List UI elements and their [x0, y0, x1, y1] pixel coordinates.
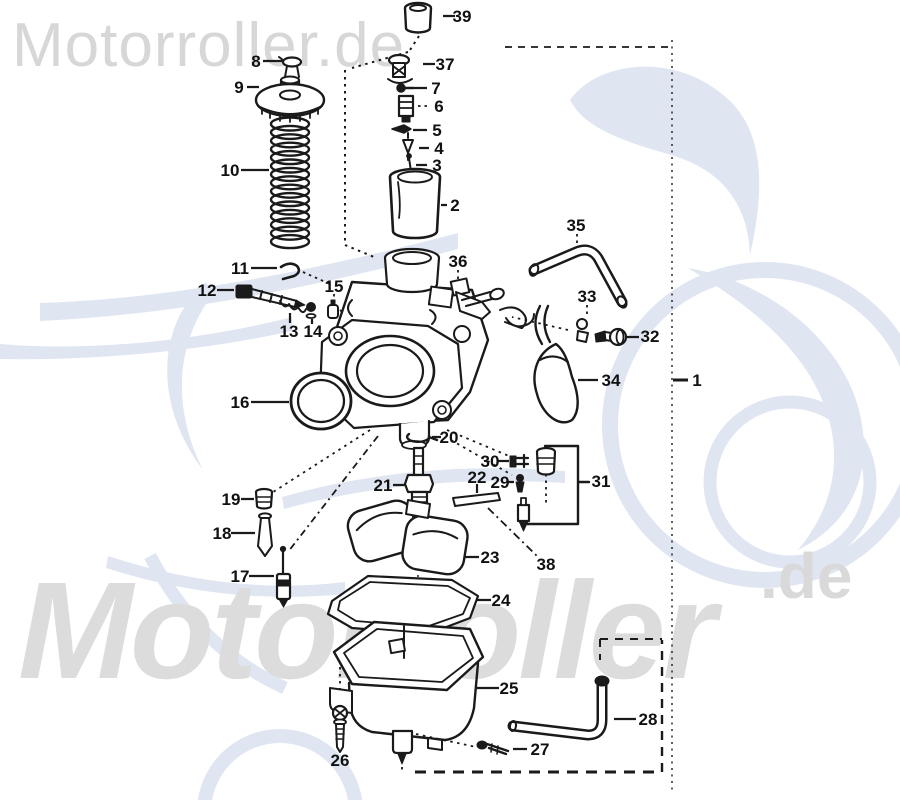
part-33-clip — [576, 318, 589, 343]
callout-19: 19 — [222, 490, 241, 509]
part-30-clip — [509, 453, 530, 469]
callout-16: 16 — [231, 393, 250, 412]
callout-1: 1 — [692, 371, 701, 390]
part-18-needle — [257, 512, 273, 557]
callout-17: 17 — [231, 567, 250, 586]
callout-5: 5 — [432, 121, 441, 140]
part-27-screw — [476, 740, 510, 756]
part-34-bracket — [533, 304, 579, 424]
callout-2: 2 — [450, 196, 459, 215]
part-6-spring-seat — [397, 94, 415, 123]
part-28-hose — [507, 675, 610, 741]
diagram-parts — [235, 1, 628, 765]
part-17-float-needle — [275, 545, 292, 608]
callout-28: 28 — [639, 710, 658, 729]
callout-39: 39 — [453, 7, 472, 26]
carburetor-body — [318, 247, 535, 450]
watermark-de: .de — [760, 540, 852, 612]
callout-38: 38 — [537, 555, 556, 574]
part-cup-holder — [535, 446, 557, 476]
callout-12: 12 — [198, 281, 217, 300]
callout-34: 34 — [602, 371, 621, 390]
callout-22: 22 — [468, 468, 487, 487]
part-24-gasket — [326, 574, 480, 636]
callout-20: 20 — [440, 428, 459, 447]
callout-33: 33 — [578, 287, 597, 306]
part-32-screw — [594, 327, 628, 347]
callout-27: 27 — [531, 740, 550, 759]
part-29-valve — [515, 474, 525, 493]
watermark-top-left: Motorroller.de — [12, 11, 405, 80]
callout-labels: 1 2 3 4 5 6 7 8 9 10 11 12 13 14 15 16 1… — [198, 7, 702, 770]
callout-4: 4 — [434, 139, 444, 158]
part-22-strip — [452, 492, 501, 507]
part-23-floats — [346, 499, 469, 576]
callout-32: 32 — [641, 327, 660, 346]
assembly-border — [415, 40, 688, 793]
callout-8: 8 — [251, 52, 260, 71]
part-13-spring-small — [279, 300, 307, 313]
callout-37: 37 — [436, 55, 455, 74]
callout-26: 26 — [331, 751, 350, 770]
part-20-clip — [405, 432, 439, 443]
part-11-clip — [279, 262, 301, 281]
callout-15: 15 — [325, 277, 344, 296]
part-5-pin — [391, 124, 412, 134]
callout-35: 35 — [567, 216, 586, 235]
part-9-cap — [254, 75, 326, 123]
callout-3: 3 — [432, 156, 441, 175]
callout-21: 21 — [374, 476, 393, 495]
leader-lines — [217, 14, 639, 751]
part-19-jet — [254, 487, 274, 510]
callout-25: 25 — [500, 679, 519, 698]
part-2-throttle-slide — [388, 167, 442, 240]
callout-24: 24 — [492, 591, 511, 610]
callout-11: 11 — [231, 259, 249, 278]
callout-18: 18 — [213, 524, 232, 543]
part-15-plug — [327, 299, 339, 319]
reference-lines — [269, 35, 588, 771]
part-14-washer-ball — [305, 302, 317, 319]
callout-36: 36 — [449, 252, 468, 271]
part-16-oring — [289, 371, 353, 431]
part-10-spring — [269, 116, 311, 250]
part-37-needle-clip — [387, 53, 413, 84]
part-12-idle-screw — [235, 284, 306, 309]
callout-7: 7 — [431, 79, 440, 98]
callout-10: 10 — [221, 161, 240, 180]
part-7-pin — [396, 83, 415, 93]
part-31-bracket — [516, 444, 591, 532]
callout-29: 29 — [491, 473, 510, 492]
callout-14: 14 — [304, 322, 323, 341]
callout-31: 31 — [592, 472, 611, 491]
callout-9: 9 — [234, 78, 243, 97]
callout-23: 23 — [481, 548, 500, 567]
part-26-screw — [331, 704, 349, 753]
part-8-valve — [278, 56, 303, 78]
callout-6: 6 — [434, 97, 443, 116]
part-39-cap — [403, 1, 433, 34]
part-35-hose — [528, 244, 628, 309]
callout-13: 13 — [280, 322, 299, 341]
callout-30: 30 — [481, 452, 500, 471]
